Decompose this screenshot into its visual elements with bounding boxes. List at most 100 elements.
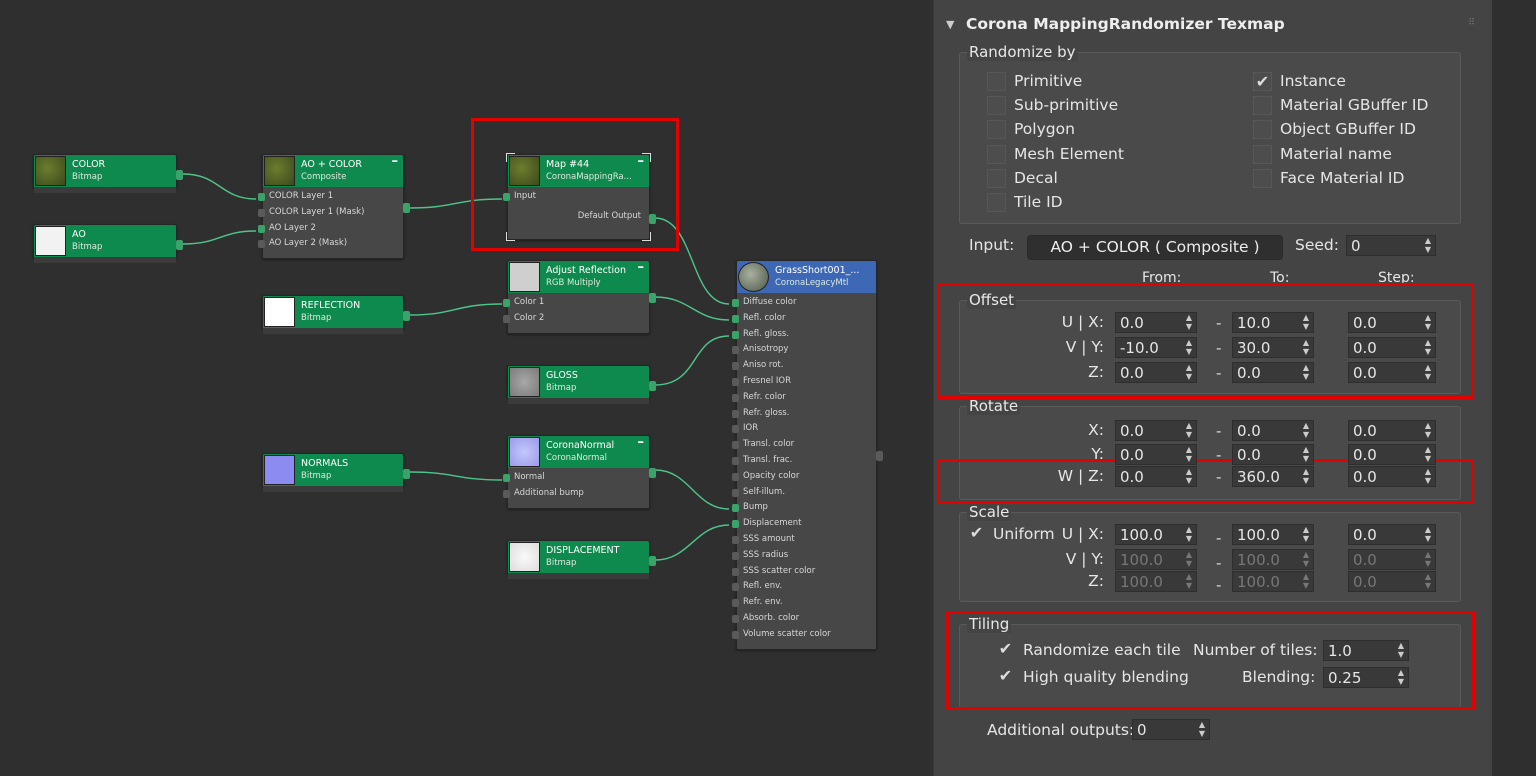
randomize-each-tile-checkbox[interactable]: ✔ [998,639,1013,658]
offset-from-spinner[interactable]: 0.0▲▼ [1115,362,1197,383]
randomize-checkbox[interactable] [987,144,1006,164]
rotate-to-spinner[interactable]: 360.0▲▼ [1232,466,1314,487]
high-quality-blending-checkbox[interactable]: ✔ [998,666,1013,685]
input-slot[interactable]: Refr. gloss. [732,406,876,422]
input-slot[interactable]: COLOR Layer 1 (Mask) [258,205,403,221]
number-of-tiles-spinner[interactable]: 1.0▲▼ [1323,640,1409,661]
offset-to-spinner[interactable]: 10.0▲▼ [1232,312,1314,333]
input-slot[interactable]: Refl. gloss. [732,327,876,343]
scale-to-spinner[interactable]: 100.0▲▼ [1232,571,1314,592]
output-port[interactable] [649,214,656,224]
output-slot[interactable]: Default Output [577,210,641,221]
randomize-checkbox[interactable] [987,120,1006,140]
randomize-checkbox[interactable] [987,96,1006,116]
input-slot[interactable]: Normal [503,470,649,486]
scale-step-spinner[interactable]: 0.0▲▼ [1348,571,1436,592]
offset-from-spinner[interactable]: 0.0▲▼ [1115,312,1197,333]
offset-step-spinner[interactable]: 0.0▲▼ [1348,337,1436,358]
input-slot[interactable]: Absorb. color [732,611,876,627]
input-slot[interactable]: Volume scatter color [732,627,876,643]
output-port[interactable] [649,293,656,303]
input-slot[interactable]: Self-illum. [732,485,876,501]
input-slot[interactable]: Refr. color [732,390,876,406]
node-ao-color-composite[interactable]: AO + COLOR Composite – COLOR Layer 1 COL… [258,154,410,260]
input-slot[interactable]: Displacement [732,516,876,532]
output-port[interactable] [403,311,410,321]
additional-outputs-spinner[interactable]: 0▲▼ [1132,719,1210,740]
randomize-checkbox[interactable] [987,193,1006,212]
input-slot[interactable]: Color 2 [503,311,649,327]
randomize-checkbox[interactable] [987,72,1006,91]
input-slot[interactable]: AO Layer 2 (Mask) [258,236,403,252]
minimize-icon[interactable]: – [637,260,645,275]
drag-grip-icon[interactable]: ⠿ [1468,18,1475,28]
input-slot[interactable]: Refl. env. [732,579,876,595]
input-slot[interactable]: COLOR Layer 1 [258,189,403,205]
input-slot[interactable]: IOR [732,421,876,437]
output-port[interactable] [176,240,183,250]
uniform-checkbox[interactable]: ✔ [969,523,984,542]
node-adjust-reflection[interactable]: Adjust Reflection RGB Multiply – Color 1… [503,260,656,334]
input-slot[interactable]: Anisotropy [732,342,876,358]
seed-spinner[interactable]: 0▲▼ [1346,235,1436,256]
node-grass-material[interactable]: GrassShort001_... CoronaLegacyMtl Diffus… [732,260,883,650]
output-port[interactable] [176,170,183,180]
minimize-icon[interactable]: – [391,154,399,169]
input-slot[interactable]: SSS amount [732,532,876,548]
output-port[interactable] [403,203,410,213]
input-slot[interactable]: Input [503,189,649,205]
minimize-icon[interactable]: – [637,154,645,169]
input-slot[interactable]: Transl. color [732,437,876,453]
rotate-from-spinner[interactable]: 0.0▲▼ [1115,466,1197,487]
input-slot[interactable]: Bump [732,500,876,516]
scale-step-spinner[interactable]: 0.0▲▼ [1348,524,1436,545]
node-corona-normal[interactable]: CoronaNormal CoronaNormal – Normal Addit… [503,435,656,509]
scale-to-spinner[interactable]: 100.0▲▼ [1232,549,1314,570]
randomize-checkbox[interactable] [1253,168,1272,188]
node-map44[interactable]: Map #44 CoronaMappingRa... – Input Defau… [503,153,656,241]
output-port[interactable] [876,451,883,461]
rotate-step-spinner[interactable]: 0.0▲▼ [1348,444,1436,465]
randomize-checkbox[interactable] [1253,120,1272,140]
offset-step-spinner[interactable]: 0.0▲▼ [1348,312,1436,333]
offset-step-spinner[interactable]: 0.0▲▼ [1348,362,1436,383]
randomize-checkbox[interactable] [987,168,1006,188]
scale-from-spinner[interactable]: 100.0▲▼ [1115,571,1197,592]
input-map-button[interactable]: AO + COLOR ( Composite ) [1027,235,1283,260]
rotate-to-spinner[interactable]: 0.0▲▼ [1232,420,1314,441]
node-normals-bitmap[interactable]: NORMALS Bitmap [262,453,410,492]
node-editor-canvas[interactable]: COLOR Bitmap AO Bitmap AO + COLOR Compos… [0,0,930,776]
offset-to-spinner[interactable]: 30.0▲▼ [1232,337,1314,358]
rotate-to-spinner[interactable]: 0.0▲▼ [1232,444,1314,465]
input-slot[interactable]: Opacity color [732,469,876,485]
output-port[interactable] [649,556,656,566]
node-color-bitmap[interactable]: COLOR Bitmap [33,154,183,193]
node-gloss-bitmap[interactable]: GLOSS Bitmap [507,365,656,404]
rotate-from-spinner[interactable]: 0.0▲▼ [1115,444,1197,465]
rotate-from-spinner[interactable]: 0.0▲▼ [1115,420,1197,441]
input-slot[interactable]: SSS radius [732,548,876,564]
rotate-step-spinner[interactable]: 0.0▲▼ [1348,420,1436,441]
blending-spinner[interactable]: 0.25▲▼ [1323,667,1409,688]
scale-to-spinner[interactable]: 100.0▲▼ [1232,524,1314,545]
input-slot[interactable]: Refr. env. [732,595,876,611]
node-ao-bitmap[interactable]: AO Bitmap [33,224,183,263]
scale-step-spinner[interactable]: 0.0▲▼ [1348,549,1436,570]
scale-from-spinner[interactable]: 100.0▲▼ [1115,524,1197,545]
input-slot[interactable]: Refl. color [732,311,876,327]
collapse-caret-icon[interactable]: ▼ [946,18,955,31]
minimize-icon[interactable]: – [637,435,645,450]
input-slot[interactable]: Color 1 [503,295,649,311]
node-displacement-bitmap[interactable]: DISPLACEMENT Bitmap [507,540,656,579]
input-slot[interactable]: Fresnel IOR [732,374,876,390]
output-port[interactable] [649,468,656,478]
randomize-checkbox[interactable]: ✔ [1253,72,1272,91]
randomize-checkbox[interactable] [1253,96,1272,116]
rotate-step-spinner[interactable]: 0.0▲▼ [1348,466,1436,487]
randomize-checkbox[interactable] [1253,144,1272,164]
input-slot[interactable]: AO Layer 2 [258,221,403,237]
scale-from-spinner[interactable]: 100.0▲▼ [1115,549,1197,570]
node-reflection-bitmap[interactable]: REFLECTION Bitmap [262,295,410,334]
output-port[interactable] [403,469,410,479]
input-slot[interactable]: Additional bump [503,486,649,502]
